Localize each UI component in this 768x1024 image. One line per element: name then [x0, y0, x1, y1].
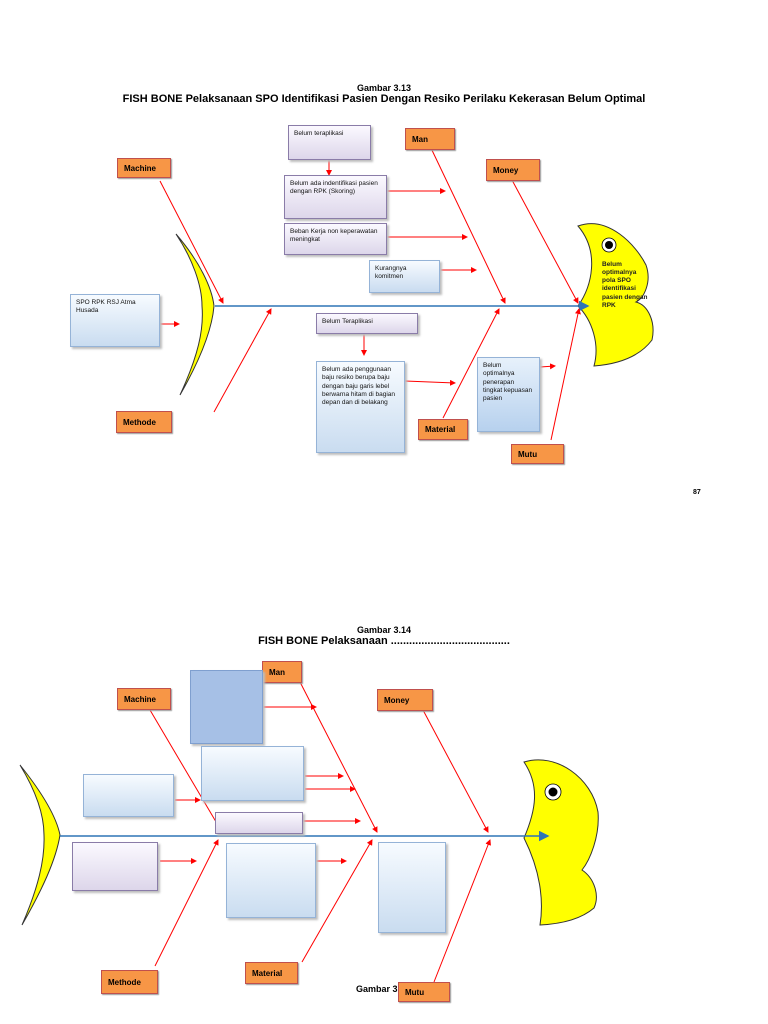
fig1-box-belum-teraplikasi-top: Belum teraplikasi: [288, 125, 371, 160]
fig1-box-spo-rpk: SPO RPK RSJ Atma Husada: [70, 294, 160, 347]
fig2-bone-methode: [154, 839, 219, 967]
fig2-box-7: [378, 842, 446, 933]
fig1-box-belum-ada-identifikasi: Belum ada indentifikasi pasien dengan RP…: [284, 175, 387, 219]
fig1-bone-money: [511, 179, 579, 304]
fig2-box-1: [190, 670, 263, 744]
fig1-category-man: Man: [405, 128, 455, 150]
fig2-bone-mutu: [433, 839, 491, 983]
fig2-caption-title: FISH BONE Pelaksanaan ..................…: [258, 635, 510, 647]
fig1-bone-methode: [213, 308, 272, 413]
fig1-bone-mutu: [550, 308, 581, 441]
fig2-box-5: [72, 842, 158, 891]
fig1-box-kurangnya-komitmen: Kurangnya komitmen: [369, 260, 440, 293]
fig1-bone-machine: [159, 180, 224, 304]
fig1-bone-material: [442, 308, 500, 419]
fig1-problem-statement: Belum optimalnya pola SPO identifikasi p…: [602, 261, 648, 309]
page-number: 87: [693, 489, 701, 496]
fig1-bone-man: [429, 145, 506, 304]
fig2-box-6: [226, 843, 316, 918]
fig2-category-mutu: Mutu: [398, 982, 450, 1002]
fig2-bone-machine: [149, 709, 223, 833]
fig2-category-methode: Methode: [101, 970, 158, 994]
fig1-category-mutu: Mutu: [511, 444, 564, 464]
fig1-caption-title: FISH BONE Pelaksanaan SPO Identifikasi P…: [122, 93, 646, 105]
fig2-category-material: Material: [245, 962, 298, 984]
fig2-box-4: [215, 812, 303, 834]
fig2-box-3: [83, 774, 174, 817]
fig1-box-belum-optimalnya-penerapan: Belum optimalnya penerapan tingkat kepua…: [477, 357, 540, 432]
fig1-category-material: Material: [418, 419, 468, 440]
fig1-box-belum-teraplikasi-bottom: Belum Teraplikasi: [316, 313, 418, 334]
fig2-caption-number: Gambar 3.14: [356, 625, 412, 635]
fig2-caption-bottom: Gambar 3: [356, 984, 398, 994]
fig1-box-beban-kerja: Beban Kerja non keperawatan meningkat: [284, 223, 387, 255]
fig2-category-machine: Machine: [117, 688, 171, 710]
fig1-category-machine: Machine: [117, 158, 171, 178]
fig1-box-belum-ada-penggunaan: Belum ada penggunaan baju resiko berupa …: [316, 361, 405, 453]
fig2-fish-tail: [19, 764, 61, 926]
fig2-bone-man: [299, 681, 378, 833]
fig1-caption-number: Gambar 3.13: [356, 83, 412, 93]
fig1-fish-tail: [175, 233, 215, 396]
fig2-box-2: [201, 746, 304, 801]
fig2-fish-head: [523, 759, 599, 926]
fig2-category-money: Money: [377, 689, 433, 711]
fig2-bone-material: [301, 839, 373, 963]
fig1-category-methode: Methode: [116, 411, 172, 433]
fig2-category-man: Man: [262, 661, 302, 683]
fig1-category-money: Money: [486, 159, 540, 181]
fig2-bone-money: [422, 709, 489, 833]
